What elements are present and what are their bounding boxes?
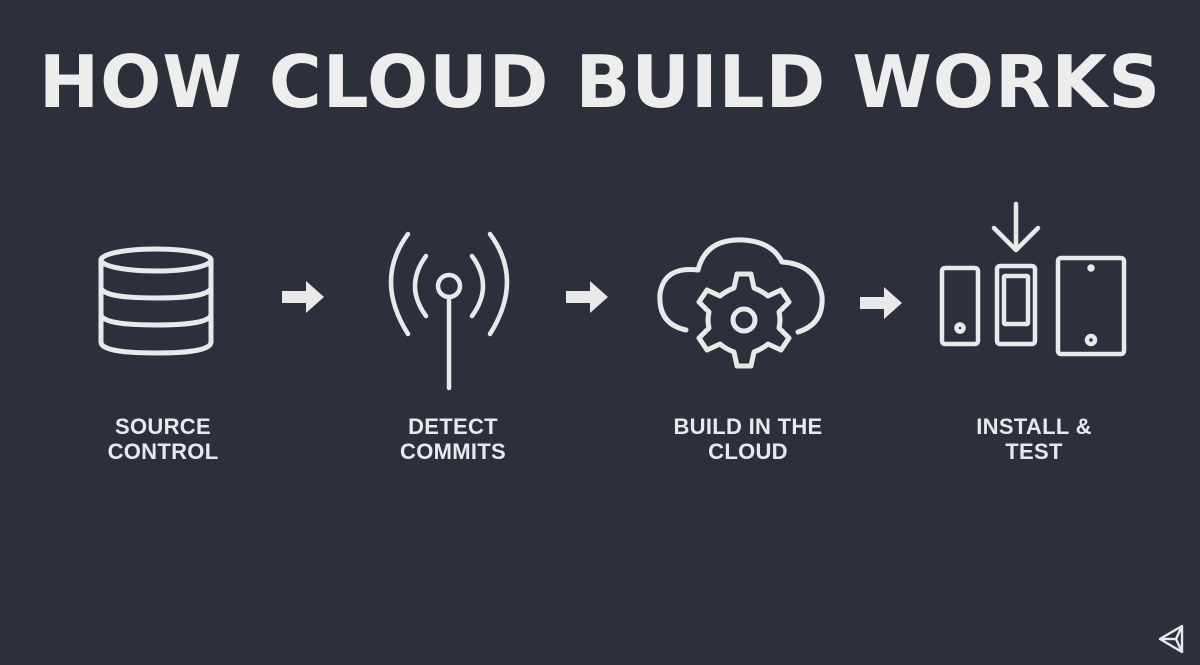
step-label-detect-commits: DETECT COMMITS [400, 414, 506, 464]
step-label-install-test: INSTALL & TEST [976, 414, 1092, 464]
database-icon [96, 246, 216, 356]
cloud-gear-icon [656, 232, 826, 372]
devices-download-icon [938, 200, 1132, 360]
page-title: HOW CLOUD BUILD WORKS [38, 40, 1162, 124]
step-label-source-control: SOURCE CONTROL [107, 414, 219, 464]
step-label-build-in-the-cloud: BUILD IN THE CLOUD [673, 414, 823, 464]
unity-logo-icon [1148, 613, 1200, 665]
arrow-icon [860, 286, 904, 320]
arrow-icon [566, 280, 610, 314]
antenna-icon [378, 230, 520, 392]
arrow-icon [282, 280, 326, 314]
